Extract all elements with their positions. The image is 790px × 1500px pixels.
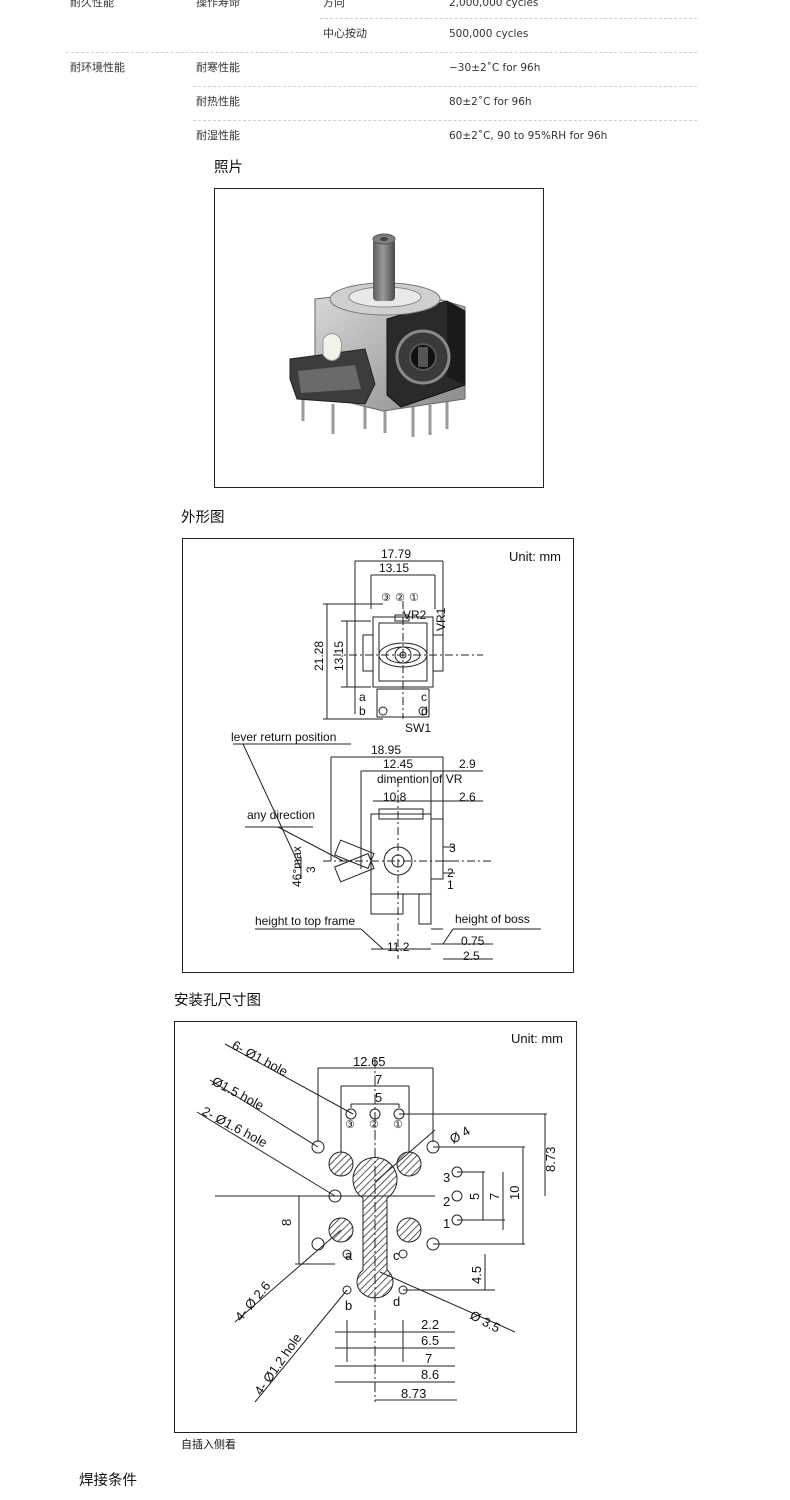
terminal-label: a [345,1248,353,1263]
dim-label: 3 [304,866,318,873]
dim-label: 12.45 [383,757,413,771]
terminal-label: 1 [447,878,454,892]
row-divider [320,18,697,19]
spec-row: 中心按动 500,000 cycles [0,17,790,51]
dim-label: 2.6 [459,790,476,804]
mounting-unit-label: Unit: mm [511,1031,563,1046]
product-photo [214,188,544,488]
dim-label: 21.28 [312,641,326,671]
dim-label: 10.8 [383,790,407,804]
row-divider [193,86,697,87]
spec-item: 耐寒性能 [196,61,240,74]
spec-value: 500,000 cycles [449,28,529,40]
pin-label: ② [395,592,405,604]
dim-label: 4.5 [469,1266,484,1284]
dim-label: 11.2 [387,940,410,954]
row-divider [66,52,697,53]
hole-label: 6- Ø1 hole [230,1037,291,1079]
height-top-frame-label: height to top frame [255,914,355,928]
outline-drawing: Unit: mm 17.79 13.15 21.28 13.15 ③ ② ① V… [182,538,574,973]
dim-label: 7 [487,1193,502,1200]
terminal-label: 3 [449,841,456,855]
terminal-label: d [393,1294,400,1309]
terminal-label: 2 [443,1194,450,1209]
hole-label: Ø 3.5 [468,1307,503,1335]
spec-row: 耐久性能 操作寿命 方向 2,000,000 cycles [0,0,790,20]
section-heading-mounting: 安装孔尺寸图 [174,993,261,1009]
dim-label: 8.73 [401,1386,426,1401]
dim-label: 7 [425,1351,432,1366]
pin-label: ② [369,1119,379,1131]
terminal-label: c [421,690,427,704]
section-heading-outline: 外形图 [181,510,225,526]
vr1-label: VR1 [434,607,448,631]
spec-item: 耐热性能 [196,95,240,108]
hole-label: 4- Ø1.2 hole [251,1331,304,1398]
dim-label: 8.6 [421,1367,439,1382]
dim-label: 8 [279,1219,294,1226]
terminal-label: 2 [447,866,454,880]
dim-label: 13.15 [379,561,409,575]
dimention-of-vr-label: dimention of VR [377,772,463,786]
spec-category: 耐环境性能 [70,61,125,74]
dim-label: 5 [375,1090,382,1105]
pin-label: ① [393,1119,403,1131]
spec-row: 耐热性能 80±2˚C for 96h [0,85,790,119]
mounting-dimension-drawing: Unit: mm 12.65 7 5 ③ ② ① 6- Ø1 hole Ø1.5… [196,1031,563,1403]
terminal-label: a [359,690,366,704]
section-heading-soldering: 焊接条件 [79,1473,137,1489]
mounting-note: 自插入侧看 [181,1438,236,1451]
dim-label: 17.79 [381,547,411,561]
spec-item: 操作寿命 [196,0,240,9]
outline-unit-label: Unit: mm [509,549,561,564]
spec-value: −30±2˚C for 96h [449,62,541,74]
spec-row: 耐湿性能 60±2˚C, 90 to 95%RH for 96h [0,119,790,153]
spec-sub: 方向 [323,0,345,9]
section-heading-photo: 照片 [214,160,243,176]
terminal-label: b [359,704,366,718]
sw1-label: SW1 [405,721,431,735]
mounting-hole-drawing: Unit: mm 12.65 7 5 ③ ② ① 6- Ø1 hole Ø1.5… [174,1021,577,1433]
dim-label: 2.2 [421,1317,439,1332]
any-direction-label: any direction [247,808,315,822]
dim-label: 8.73 [543,1147,558,1172]
terminal-label: b [345,1298,352,1313]
spec-value: 2,000,000 cycles [449,0,539,9]
spec-value: 60±2˚C, 90 to 95%RH for 96h [449,130,608,142]
dim-label: 46°max [290,846,304,887]
spec-row: 耐环境性能 耐寒性能 −30±2˚C for 96h [0,51,790,85]
pin-label: ③ [381,592,391,604]
spec-category: 耐久性能 [70,0,114,9]
dim-label: 13.15 [332,641,346,671]
height-of-boss-label: height of boss [455,912,530,926]
hole-label: Ø 4 [447,1123,473,1146]
terminal-label: c [393,1248,400,1263]
terminal-label: d [421,704,428,718]
row-divider [193,120,697,121]
dim-label: 12.65 [353,1054,386,1069]
outline-dimension-drawing: Unit: mm 17.79 13.15 21.28 13.15 ③ ② ① V… [231,547,561,963]
dim-label: 2.5 [463,949,480,963]
joystick-photo-illustration [289,233,466,437]
dim-label: 10 [507,1186,522,1200]
dim-label: 2.9 [459,757,476,771]
dim-label: 18.95 [371,743,401,757]
dim-label: 5 [467,1193,482,1200]
dim-label: 6.5 [421,1333,439,1348]
spec-item: 耐湿性能 [196,129,240,142]
vr2-label: VR2 [403,608,427,622]
hole-label: 4- Ø 2.6 [232,1278,274,1324]
hole-label: Ø1.5 hole [210,1073,267,1113]
lever-return-label: lever return position [231,730,336,744]
terminal-label: 3 [443,1170,450,1185]
terminal-label: 1 [443,1216,450,1231]
dim-label: 0.75 [461,934,485,948]
spec-sub: 中心按动 [323,27,367,40]
pin-label: ③ [345,1119,355,1131]
spec-value: 80±2˚C for 96h [449,96,532,108]
dim-label: 7 [375,1072,382,1087]
pin-label: ① [409,592,419,604]
